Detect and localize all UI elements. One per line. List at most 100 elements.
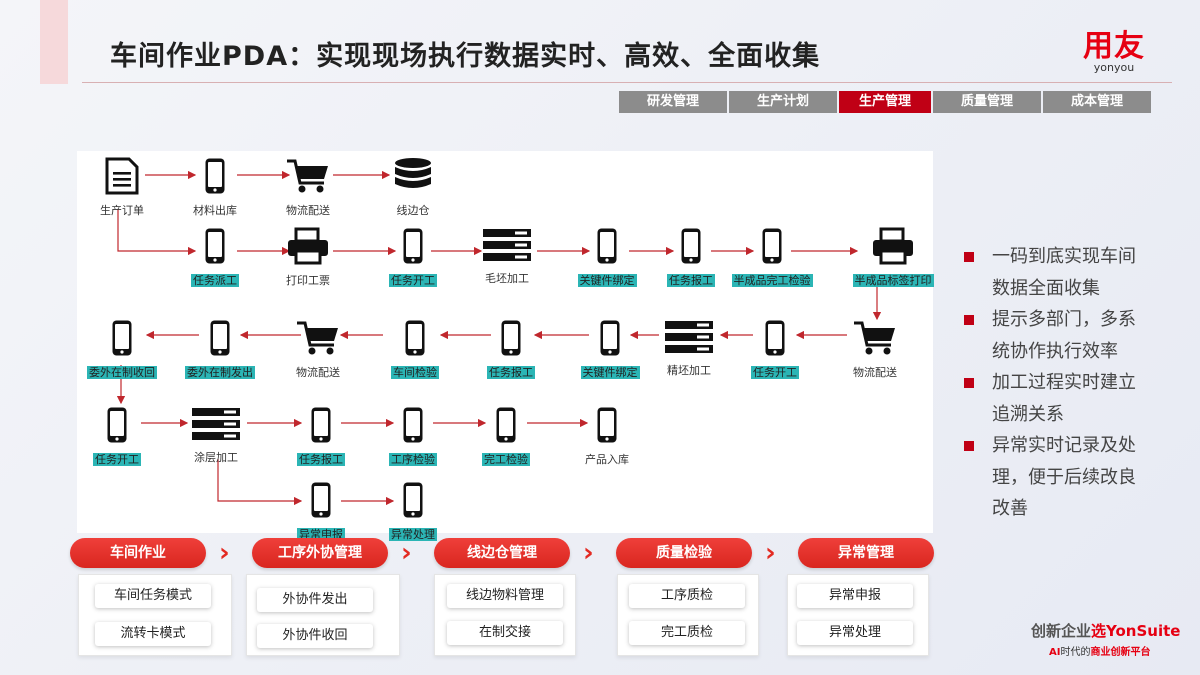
exception-report[interactable]: 异常申报: [797, 584, 913, 608]
tab-rd[interactable]: 研发管理: [619, 91, 727, 113]
exception-handle[interactable]: 异常处理: [797, 621, 913, 645]
phone-icon: [555, 319, 665, 361]
tab-quality[interactable]: 质量管理: [933, 91, 1041, 113]
flow-node-label-text: 异常申报: [297, 528, 345, 541]
database-icon: [358, 157, 468, 199]
corner-accent: [40, 0, 68, 84]
bullet-text: 一码到底实现车间数据全面收集: [992, 246, 1136, 299]
stage-quality[interactable]: 质量检验: [616, 538, 752, 568]
flow-node-label-text: 打印工票: [286, 274, 330, 287]
lineside-material[interactable]: 线边物料管理: [447, 584, 563, 608]
phone-icon: [360, 319, 470, 361]
flow-node: 关键件绑定: [552, 227, 662, 288]
flow-node: 任务派工: [160, 227, 270, 288]
flow-node-label-text: 物流配送: [296, 366, 340, 379]
flow-node-label: 材料出库: [160, 199, 270, 218]
flow-node: 物流配送: [253, 157, 363, 218]
logo-sub-text: yonyou: [1093, 61, 1135, 74]
stage-workshop[interactable]: 车间作业: [70, 538, 206, 568]
flow-arrows: [116, 170, 882, 506]
flow-node-label-text: 生产订单: [100, 204, 144, 217]
flow-node: 产品入库: [552, 406, 662, 467]
flow-node: 异常申报: [266, 481, 376, 542]
flow-node-label: 产品入库: [552, 448, 662, 467]
document-icon: [67, 157, 177, 199]
flow-node: 完工检验: [451, 406, 561, 467]
flow-node-label-text: 任务报工: [297, 453, 345, 466]
bullet-square-icon: [964, 378, 974, 388]
cart-icon: [253, 157, 363, 199]
final-inspection[interactable]: 完工质检: [629, 621, 745, 645]
flow-node-label: 任务开工: [358, 269, 468, 288]
outsource-send[interactable]: 外协件发出: [257, 588, 373, 612]
phone-icon: [62, 406, 172, 448]
phone-icon: [358, 481, 468, 523]
chevron-right-icon: ›: [401, 538, 412, 568]
stage-lineside[interactable]: 线边仓管理: [434, 538, 570, 568]
flow-node-label-text: 产品入库: [585, 453, 629, 466]
tab-plan[interactable]: 生产计划: [729, 91, 837, 113]
flow-node-label-text: 委外在制发出: [185, 366, 255, 379]
phone-icon: [358, 406, 468, 448]
phone-icon: [720, 319, 830, 361]
stage-exception[interactable]: 异常管理: [798, 538, 934, 568]
server-icon: [452, 227, 562, 267]
outsource-receive[interactable]: 外协件收回: [257, 624, 373, 648]
flow-node-label: 生产订单: [67, 199, 177, 218]
flow-node-label-text: 任务报工: [487, 366, 535, 379]
yonyou-logo: 用友 yonyou: [1074, 29, 1154, 75]
flow-node-label-text: 线边仓: [396, 204, 430, 217]
server-icon: [634, 319, 744, 359]
flow-node-label: 半成品标签打印: [838, 269, 948, 288]
chevron-right-icon: ›: [765, 538, 776, 568]
bullet-square-icon: [964, 315, 974, 325]
phone-icon: [266, 481, 376, 523]
flow-node-label: 半成品完工检验: [717, 269, 827, 288]
phone-icon: [456, 319, 566, 361]
flow-node-label: 毛坯加工: [452, 267, 562, 286]
phone-icon: [67, 319, 177, 361]
tab-cost[interactable]: 成本管理: [1043, 91, 1151, 113]
workshop-card-mode[interactable]: 流转卡模式: [95, 622, 211, 646]
flow-arrow: [117, 209, 197, 256]
workshop-task-mode[interactable]: 车间任务模式: [95, 584, 211, 608]
flow-node-label-text: 半成品标签打印: [852, 274, 934, 287]
flow-node-label-text: 任务报工: [667, 274, 715, 287]
logo-main-text: 用友: [1083, 29, 1145, 64]
stage-outsourcing[interactable]: 工序外协管理: [252, 538, 388, 568]
flow-node-label: 任务报工: [636, 269, 746, 288]
flow-node-label: 线边仓: [358, 199, 468, 218]
flow-node-label: 涂层加工: [161, 446, 271, 465]
process-inspection[interactable]: 工序质检: [629, 584, 745, 608]
flow-node: 任务报工: [266, 406, 376, 467]
flow-node-label: 打印工票: [253, 269, 363, 288]
flow-node-label-text: 任务开工: [93, 453, 141, 466]
phone-icon: [165, 319, 275, 361]
flow-node-label-text: 物流配送: [286, 204, 330, 217]
flow-node-label: 精坯加工: [634, 359, 744, 378]
phone-icon: [358, 227, 468, 269]
phone-icon: [160, 227, 270, 269]
flow-node: 打印工票: [253, 227, 363, 288]
bullet-item: 一码到底实现车间数据全面收集: [962, 241, 1152, 304]
flow-node-label: 委外在制收回: [67, 361, 177, 380]
flow-node: 半成品标签打印: [838, 227, 948, 288]
flow-node-label: 异常申报: [266, 523, 376, 542]
flow-node: 物流配送: [820, 319, 930, 380]
wip-handover[interactable]: 在制交接: [447, 621, 563, 645]
flow-node-label: 关键件绑定: [552, 269, 662, 288]
flow-node-label-text: 任务开工: [389, 274, 437, 287]
title-divider: [82, 82, 1172, 83]
flow-node-label-text: 关键件绑定: [580, 366, 640, 379]
flow-node-label: 工序检验: [358, 448, 468, 467]
flow-node-label-text: 物流配送: [853, 366, 897, 379]
flow-node: 毛坯加工: [452, 227, 562, 286]
flow-diagram: 生产订单材料出库物流配送线边仓任务派工打印工票任务开工毛坯加工关键件绑定任务报工…: [77, 151, 934, 541]
server-icon: [161, 406, 271, 446]
bullet-text: 提示多部门，多系统协作执行效率: [992, 309, 1136, 362]
chevron-right-icon: ›: [219, 538, 230, 568]
brand-tagline: AI时代的商业创新平台: [1031, 643, 1181, 658]
phone-icon: [160, 157, 270, 199]
flow-node-label-text: 异常处理: [389, 528, 437, 541]
tab-production[interactable]: 生产管理: [839, 91, 931, 113]
